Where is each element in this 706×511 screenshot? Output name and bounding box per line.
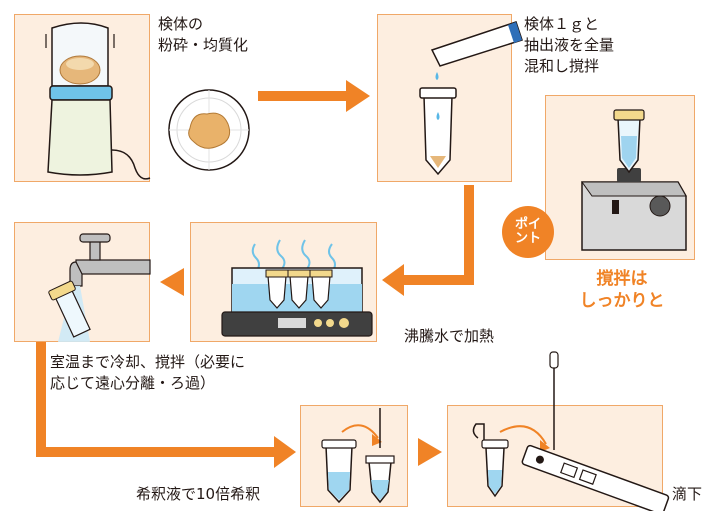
step2-line2: 抽出液を全量 — [524, 36, 615, 54]
homogenizer-icon — [45, 22, 151, 180]
step1-line2: 粉砕・均質化 — [158, 36, 249, 54]
step2-line3: 混和し撹拌 — [524, 57, 600, 75]
arrow-right-2 — [418, 438, 442, 466]
faucet-icon — [48, 233, 151, 342]
point-note-line1: 撹拌は — [596, 269, 648, 289]
step1-line1: 検体の — [158, 15, 204, 33]
step2-line1: 検体１ｇと — [524, 15, 600, 33]
arrow-down-right — [36, 342, 296, 468]
vortex-mixer-icon — [581, 109, 687, 251]
water-bath-icon — [221, 239, 373, 337]
step3-label: 沸騰水で加熱 — [404, 327, 495, 345]
arrow-right-1 — [258, 80, 370, 112]
point-note-line2: しっかりと — [579, 291, 665, 311]
arrow-left — [160, 268, 184, 296]
point-badge-line2: ント — [514, 231, 541, 246]
point-note: 撹拌は しっかりと — [570, 268, 674, 312]
point-badge-line1: ポイ — [514, 217, 541, 232]
step2-label: 検体１ｇと 抽出液を全量 混和し撹拌 — [524, 14, 614, 77]
point-badge-text: ポイ ント — [508, 218, 548, 246]
dilution-tubes-icon — [321, 408, 395, 504]
step4-label: 室温まで冷却、撹拌（必要に 応じて遠心分離・ろ過） — [50, 352, 245, 394]
step1-label: 検体の 粉砕・均質化 — [158, 14, 248, 56]
point-badge — [502, 206, 554, 258]
step4-line1: 室温まで冷却、撹拌（必要に — [50, 353, 246, 371]
sample-plate-icon — [168, 89, 250, 171]
pouring-tube-icon — [419, 21, 523, 176]
step6-label: 滴下 — [672, 485, 703, 503]
step5-label: 希釈液で10倍希釈 — [136, 485, 261, 503]
test-strip-icon — [472, 351, 670, 511]
arrow-down-left — [382, 185, 474, 296]
step4-line2: 応じて遠心分離・ろ過） — [50, 374, 216, 392]
